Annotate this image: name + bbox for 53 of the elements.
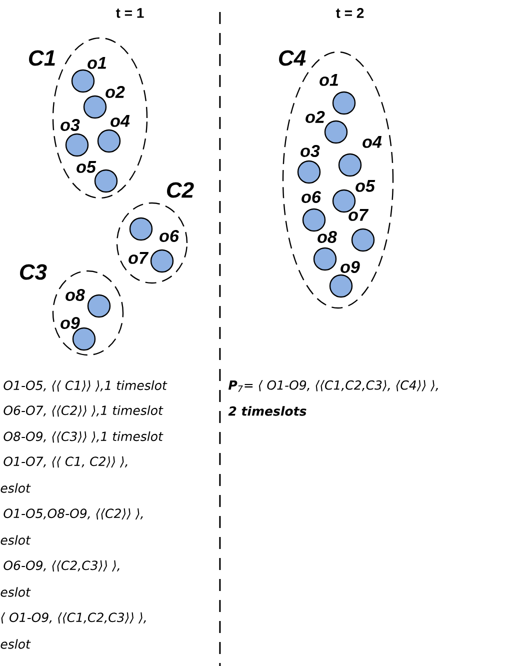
object-label: o8 <box>318 230 337 244</box>
object-circle <box>129 217 153 241</box>
object-label: o8 <box>66 288 85 302</box>
cluster-label: C3 <box>20 264 47 280</box>
object-circle <box>324 120 348 144</box>
object-circle <box>297 160 321 184</box>
schedule-text: eslot <box>0 535 31 545</box>
object-circle <box>87 294 111 318</box>
object-circle <box>97 129 121 153</box>
cluster-label: C4 <box>279 50 306 66</box>
object-label: o3 <box>60 118 80 132</box>
schedule-text: eslot <box>0 639 31 649</box>
schedule-text: ⟨ O1-O9, ⟨⟨C1,C2,C3⟩⟩ ⟩, <box>1 612 146 624</box>
object-label: o4 <box>362 136 382 148</box>
schedule-text: O1-O7, ⟨⟨ C1, C2⟩⟩ ⟩, <box>4 456 128 468</box>
schedule-text: O1-O5, ⟨⟨ C1⟩⟩ ⟩,1 timeslot <box>4 380 168 392</box>
schedule-text: O6-O7, ⟨⟨C2⟩⟩ ⟩,1 timeslot <box>4 405 164 417</box>
object-label: o2 <box>306 110 325 124</box>
object-label: o6 <box>160 230 180 242</box>
object-label: o7 <box>128 252 149 264</box>
object-label: o6 <box>302 190 322 204</box>
object-circle <box>302 208 326 232</box>
object-label: o5 <box>356 180 376 192</box>
object-label: o9 <box>340 260 360 274</box>
object-label: o1 <box>320 74 338 86</box>
object-circle <box>329 274 353 298</box>
time-heading: t = 2 <box>336 8 364 18</box>
object-circle <box>351 228 375 252</box>
schedule-text: P$_{7}$= ⟨ O1-O9, ⟨⟨C1,C2,C3⟩, ⟨C4⟩⟩ ⟩, <box>228 380 438 392</box>
schedule-text: 2 timeslots <box>228 406 306 416</box>
cluster-label: C2 <box>167 182 194 198</box>
object-label: o3 <box>300 144 320 158</box>
object-circle <box>72 327 96 351</box>
schedule-text: O6-O9, ⟨⟨C2,C3⟩⟩ ⟩, <box>4 560 120 572</box>
cluster-label: C1 <box>29 50 55 66</box>
object-circle <box>313 247 337 271</box>
schedule-text: O8-O9, ⟨⟨C3⟩⟩ ⟩,1 timeslot <box>4 431 164 443</box>
object-circle <box>83 95 107 119</box>
object-circle <box>71 69 95 93</box>
object-circle <box>150 249 174 273</box>
object-label: o9 <box>60 316 80 330</box>
object-label: o7 <box>348 209 369 221</box>
schedule-text: eslot <box>0 483 31 493</box>
object-circle <box>65 133 89 157</box>
time-heading: t = 1 <box>116 8 144 18</box>
schedule-text: O1-O5,O8-O9, ⟨⟨C2⟩⟩ ⟩, <box>4 508 143 520</box>
object-circle <box>332 91 356 115</box>
object-label: o1 <box>88 57 106 69</box>
object-label: o2 <box>106 86 125 98</box>
object-label: o5 <box>76 161 96 173</box>
object-circle <box>338 153 362 177</box>
object-label: o4 <box>110 115 130 127</box>
schedule-text: eslot <box>0 587 31 597</box>
